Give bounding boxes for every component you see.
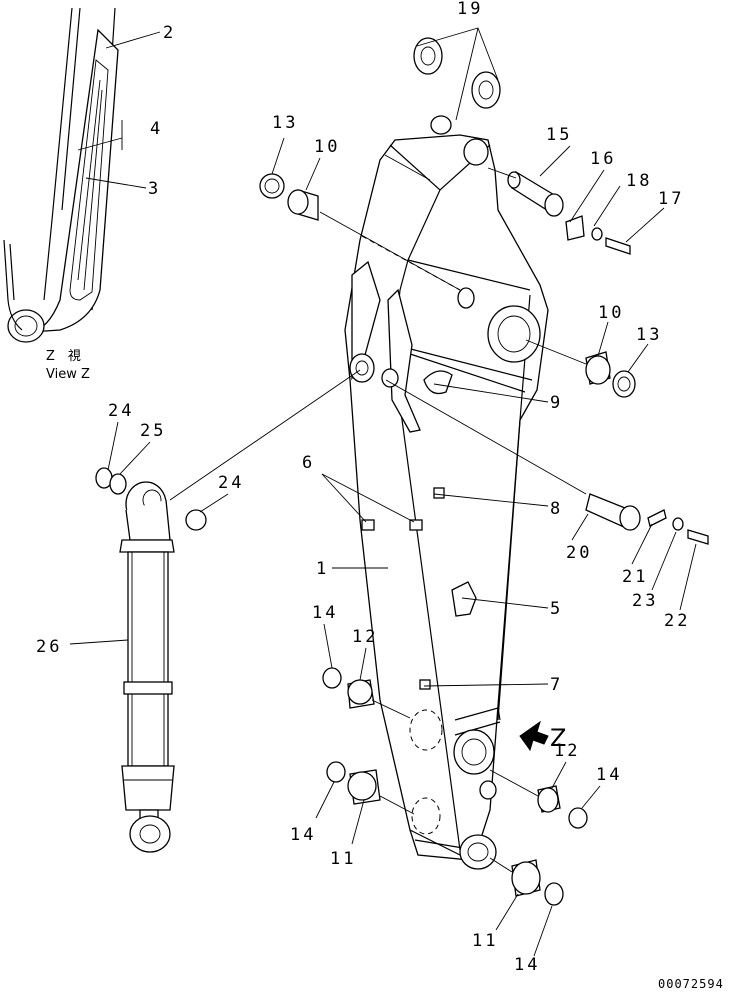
washer-18 [591, 227, 603, 241]
view-z-label-jp: Z 視 [46, 349, 81, 364]
ring-13-upper [259, 173, 285, 199]
bushing-11-right [511, 859, 541, 897]
callout-19: 19 [457, 0, 483, 19]
callout-14-c: 14 [596, 765, 622, 785]
callout-12-left: 12 [352, 627, 378, 647]
callout-1: 1 [316, 559, 329, 579]
leader-4 [77, 137, 123, 151]
assembly-lines [169, 167, 587, 873]
callout-18: 18 [626, 171, 652, 191]
bolt-22 [687, 529, 709, 545]
bushing-11-left [347, 769, 381, 805]
pin-20 [585, 493, 641, 531]
callout-2: 2 [163, 23, 176, 43]
bushing-12-left [347, 679, 375, 709]
leader-3 [85, 177, 147, 189]
bolt-17 [605, 237, 631, 255]
callout-14-d: 14 [514, 955, 540, 975]
plate-16 [565, 215, 585, 241]
callout-25: 25 [140, 421, 166, 441]
drawing-number: 00072594 [658, 977, 724, 991]
callout-10-right: 10 [598, 303, 624, 323]
ring-14-b [326, 761, 346, 783]
callout-12-right: 12 [554, 741, 580, 761]
callout-23: 23 [632, 591, 658, 611]
callout-10-upper: 10 [314, 137, 340, 157]
callout-24-lower: 24 [218, 473, 244, 493]
leader-lines [69, 27, 697, 957]
callout-13-right: 13 [636, 325, 662, 345]
ring-14-a [322, 667, 342, 689]
callout-8: 8 [550, 499, 563, 519]
callout-7: 7 [550, 675, 563, 695]
callout-3: 3 [148, 179, 161, 199]
callout-11-right: 11 [472, 931, 498, 951]
washers-24-25 [95, 467, 207, 531]
callout-20: 20 [566, 543, 592, 563]
callout-14-a: 14 [312, 603, 338, 623]
pin-15 [507, 170, 564, 217]
callout-11-left: 11 [330, 849, 356, 869]
callout-6: 6 [302, 453, 315, 473]
callout-14-b: 14 [290, 825, 316, 845]
callout-21: 21 [622, 567, 648, 587]
boom-part-1 [344, 115, 549, 870]
callout-4: 4 [150, 119, 163, 139]
view-z-arrow [519, 720, 549, 752]
callout-26: 26 [36, 637, 62, 657]
callout-labels: 19 2 4 3 13 10 15 16 18 17 10 13 9 24 25… [36, 0, 690, 975]
callout-5: 5 [550, 599, 563, 619]
cylinder-part-26 [119, 481, 175, 853]
callout-16: 16 [590, 149, 616, 169]
leader-2 [105, 31, 161, 49]
callout-13-upper: 13 [272, 113, 298, 133]
callout-15: 15 [546, 125, 572, 145]
washer-23 [672, 517, 684, 531]
view-z-detail [3, 7, 119, 343]
callout-24-upper: 24 [108, 401, 134, 421]
ring-14-c [568, 807, 588, 829]
bushing-10-right [585, 351, 611, 385]
bushing-10-upper [287, 189, 319, 221]
view-z-letter: Z [550, 724, 566, 752]
view-z-label-en: View Z [46, 367, 90, 382]
plate-21 [647, 509, 667, 527]
ring-13-right [612, 370, 636, 398]
bushing-12-right [537, 785, 561, 813]
washers-19 [413, 37, 501, 109]
ring-14-d [544, 882, 564, 906]
callout-9: 9 [550, 393, 563, 413]
callout-22: 22 [664, 611, 690, 631]
callout-17: 17 [658, 189, 684, 209]
